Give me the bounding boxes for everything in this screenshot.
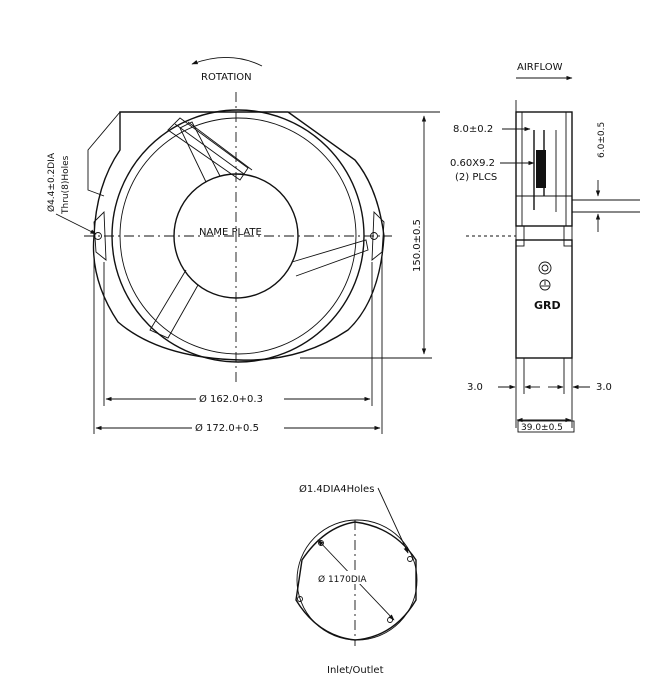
side-flange-right <box>563 225 573 247</box>
inlet-holes-callout: Ø1.4DIA4Holes <box>299 483 374 495</box>
ground-label: GRD <box>534 299 561 312</box>
ground-screw <box>538 261 552 275</box>
terminal-callout-line2: (2) PLCS <box>455 172 497 183</box>
dia-outer-dimension: Ø 172.0+0.5 <box>195 422 259 434</box>
inlet-diameter-label-bg <box>315 571 377 584</box>
inlet-outlet-view: Ø1.4DIA4Holes Ø 1170DIA Inlet/Outlet <box>295 483 418 676</box>
ground-screw-inner <box>541 264 549 272</box>
name-plate-label: NAME PLATE <box>199 227 262 238</box>
hole-callout-line1: Ø4.4±0.2DIA <box>46 152 57 212</box>
dim-8-0: 8.0±0.2 <box>453 124 493 135</box>
top-left-flange <box>87 111 121 197</box>
inlet-opening-outline <box>295 521 417 641</box>
dia-inner-label-bg <box>196 390 284 404</box>
inlet-hole-bottom-left <box>297 596 303 602</box>
mounting-hole-right <box>370 232 378 240</box>
hole-callout-line2: Thru(8)Holes <box>61 155 71 215</box>
side-body-lower <box>515 239 573 359</box>
left-mounting-ear <box>93 210 107 261</box>
side-body-upper <box>515 111 573 227</box>
depth-dimension-box <box>517 420 575 433</box>
lead-wire-b <box>187 121 253 171</box>
dim-3-0-right: 3.0 <box>596 382 612 393</box>
height-dimension: 150.0±0.5 <box>412 219 423 272</box>
hole-callout-leader <box>55 213 97 235</box>
spoke-left <box>149 269 199 339</box>
dia-inner-dimension: Ø 162.0+0.3 <box>199 393 263 405</box>
dia-outer-label-bg <box>192 419 284 433</box>
inlet-diameter-dim: Ø 1170DIA <box>318 574 367 585</box>
side-flange-left <box>515 225 525 247</box>
terminal-block <box>536 150 546 188</box>
dim-3-0-left: 3.0 <box>467 382 483 393</box>
lead-wire-bundle <box>167 117 249 181</box>
inlet-hole-top-right <box>407 556 413 562</box>
airflow-label: AIRFLOW <box>517 62 563 73</box>
dim-6-0: 6.0±0.5 <box>597 122 607 158</box>
spoke-top <box>179 121 221 183</box>
spoke-right <box>291 239 369 277</box>
side-view: AIRFLOW 8.0±0.2 6.0±0.5 0.60X9.2 (2) PLC… <box>450 62 640 433</box>
right-mounting-ear <box>371 210 385 261</box>
terminal-callout-line1: 0.60X9.2 <box>450 158 495 169</box>
inlet-outlet-caption: Inlet/Outlet <box>327 665 384 676</box>
rotation-arrow-icon <box>191 57 263 67</box>
inlet-circle <box>296 519 418 641</box>
inlet-holes-leader <box>377 487 409 554</box>
rotation-label: ROTATION <box>201 72 252 83</box>
depth-dimension: 39.0±0.5 <box>521 423 563 433</box>
ground-symbol-icon <box>539 279 551 291</box>
front-view: ROTATION NAME PLATE Ø4.4±0.2DIA Thru(8)H <box>46 57 440 434</box>
lead-wire-a <box>174 123 245 175</box>
mounting-hole-left <box>94 232 102 240</box>
